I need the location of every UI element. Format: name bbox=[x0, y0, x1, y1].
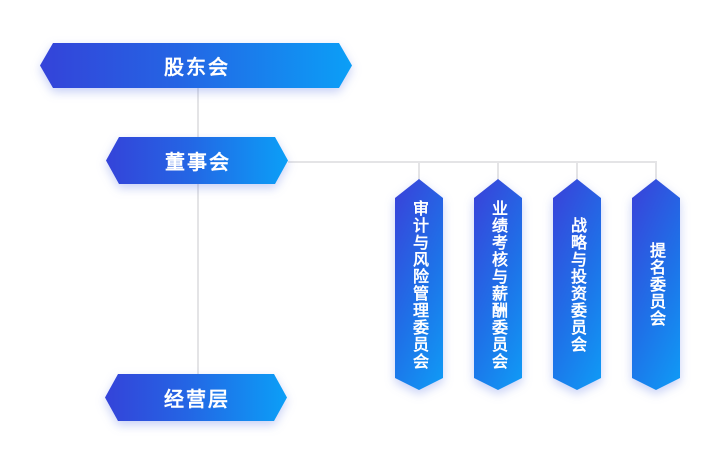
node-committee-performance-compensation: 业绩考核与薪酬委员会 bbox=[474, 179, 522, 390]
connector-drop-strategy-investment bbox=[576, 161, 578, 180]
node-committee-audit-risk-label: 审计与风险管理委员会 bbox=[410, 199, 429, 370]
node-shareholders-shape: 股东会 bbox=[40, 43, 352, 88]
connector-board-committees bbox=[288, 161, 656, 163]
node-shareholders-label: 股东会 bbox=[164, 55, 230, 79]
connector-drop-nomination bbox=[655, 161, 657, 180]
node-management-label: 经营层 bbox=[164, 387, 230, 411]
node-committee-nomination-shape: 提名委员会 bbox=[632, 179, 680, 390]
node-committee-strategy-investment: 战略与投资委员会 bbox=[553, 179, 601, 390]
node-management: 经营层 bbox=[105, 374, 287, 421]
connector-drop-performance-compensation bbox=[497, 161, 499, 180]
connector-board-management bbox=[197, 184, 199, 374]
node-board-label: 董事会 bbox=[165, 150, 231, 174]
node-shareholders: 股东会 bbox=[40, 43, 352, 88]
node-board-shape: 董事会 bbox=[106, 137, 288, 184]
node-committee-audit-risk: 审计与风险管理委员会 bbox=[395, 179, 443, 390]
node-committee-nomination-label: 提名委员会 bbox=[647, 242, 666, 327]
node-committee-audit-risk-shape: 审计与风险管理委员会 bbox=[395, 179, 443, 390]
node-committee-nomination: 提名委员会 bbox=[632, 179, 680, 390]
node-board: 董事会 bbox=[106, 137, 288, 184]
node-committee-performance-compensation-shape: 业绩考核与薪酬委员会 bbox=[474, 179, 522, 390]
connector-drop-audit-risk bbox=[418, 161, 420, 180]
node-management-shape: 经营层 bbox=[105, 374, 287, 421]
connector-shareholders-board bbox=[197, 88, 199, 137]
node-committee-performance-compensation-label: 业绩考核与薪酬委员会 bbox=[489, 199, 508, 370]
node-committee-strategy-investment-shape: 战略与投资委员会 bbox=[553, 179, 601, 390]
node-committee-strategy-investment-label: 战略与投资委员会 bbox=[568, 216, 587, 353]
